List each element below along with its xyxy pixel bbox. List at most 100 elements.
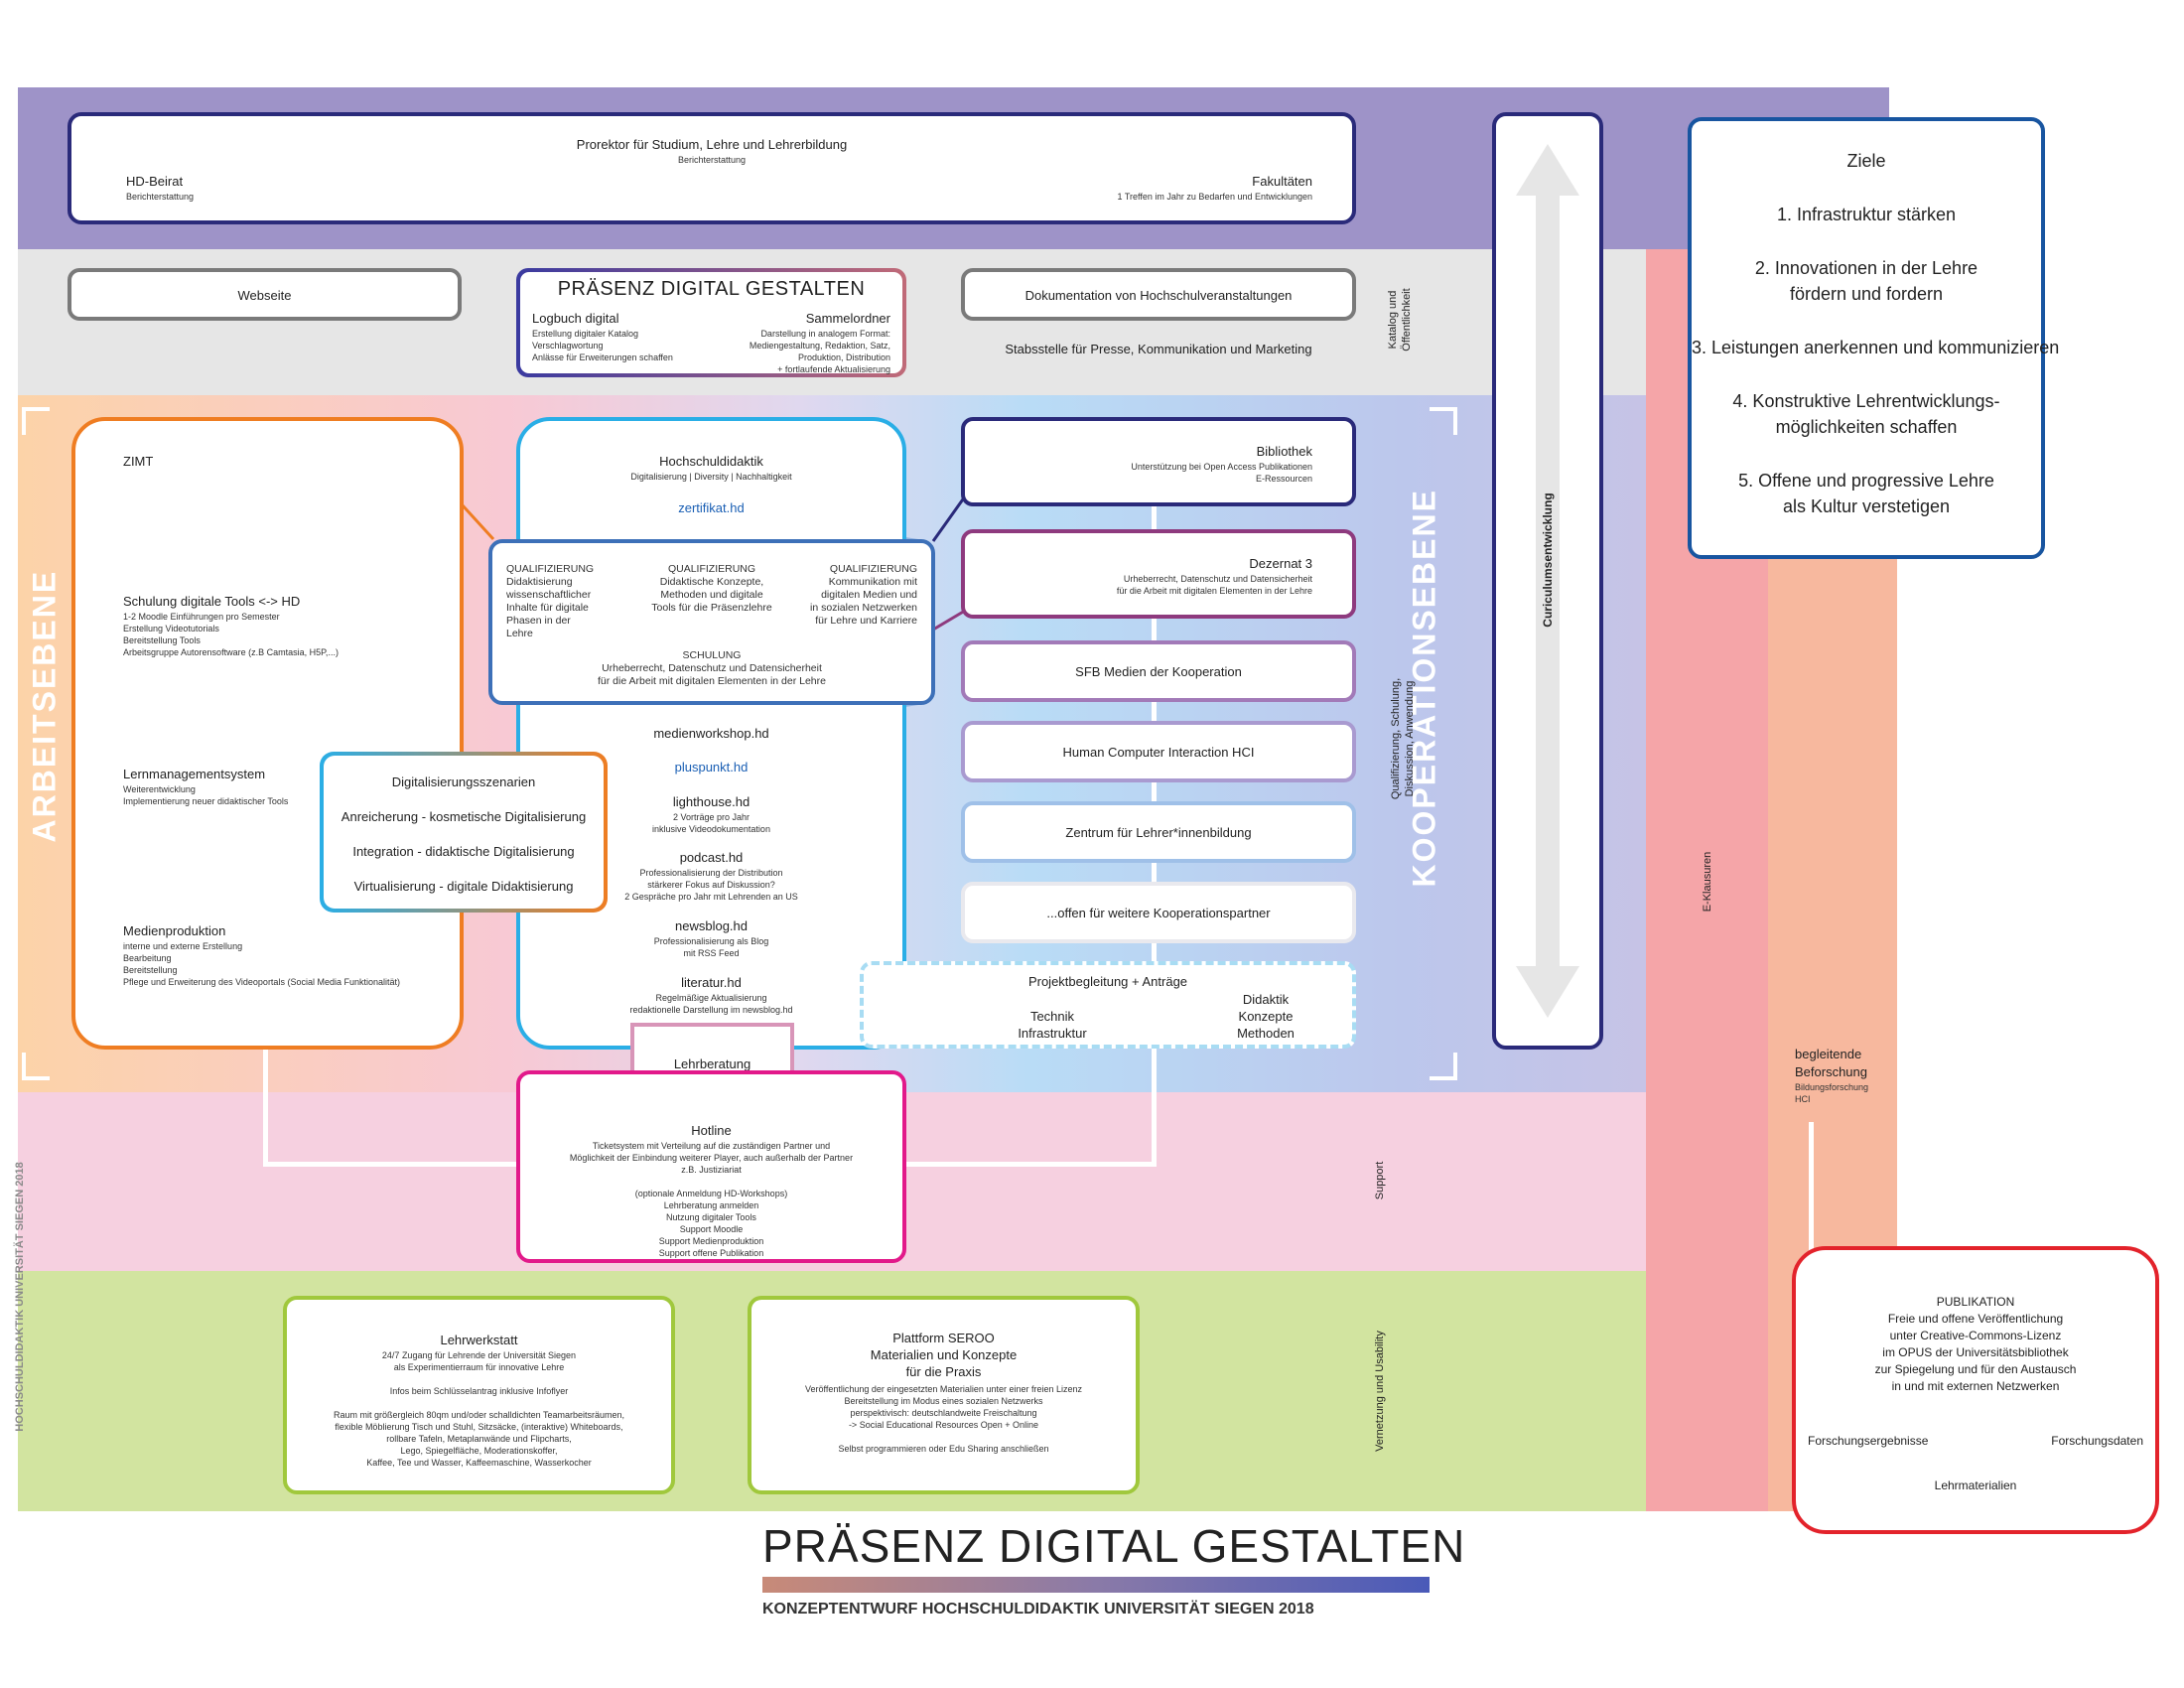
literatur-line: Regelmäßige Aktualisierung <box>655 993 767 1003</box>
praesenz-title: PRÄSENZ DIGITAL GESTALTEN <box>557 278 866 300</box>
projekt-title: Projektbegleitung + Anträge <box>1027 974 1188 989</box>
bibliothek-box: Bibliothek Unterstützung bei Open Access… <box>961 417 1356 506</box>
q2-line: Didaktische Konzepte, <box>659 576 764 588</box>
ziel-2-line1: 2. Innovationen in der Lehre <box>1754 258 1979 278</box>
ziel-4-line1: 4. Konstruktive Lehrentwicklungs- <box>1732 391 2000 411</box>
schulung-line: für die Arbeit mit digitalen Elementen i… <box>598 675 826 687</box>
medienproduktion-line: Pflege und Erweiterung des Videoportals … <box>123 977 400 987</box>
hd-beirat-title: HD-Beirat <box>126 174 184 189</box>
ziel-5-line1: 5. Offene und progressive Lehre <box>1738 471 1994 491</box>
dokumentation-box: Dokumentation von Hochschulveranstaltung… <box>961 268 1356 321</box>
medienproduktion-line: Bearbeitung <box>123 953 172 963</box>
seroo-box: Plattform SEROO Materialien und Konzepte… <box>748 1296 1140 1494</box>
dezernat-box: Dezernat 3 Urheberrecht, Datenschutz und… <box>961 529 1356 619</box>
publikation-line: in und mit externen Netzwerken <box>1891 1379 2060 1393</box>
hotline-line: Möglichkeit der Einbindung weiterer Play… <box>569 1153 854 1163</box>
hotline-line: z.B. Justiziariat <box>681 1165 742 1175</box>
hotline-item: Support offene Publikation <box>658 1248 764 1258</box>
hotline-item: Nutzung digitaler Tools <box>666 1212 756 1222</box>
ziel-1: 1. Infrastruktur stärken <box>1776 205 1957 224</box>
hotline-item: Support Moodle <box>679 1224 744 1234</box>
ziel-3: 3. Leistungen anerkennen und kommunizier… <box>1692 338 2060 357</box>
connector-line <box>903 1162 1157 1167</box>
lehrwerkstatt-line: 24/7 Zugang für Lehrende der Universität… <box>381 1350 577 1360</box>
projekt-right: Didaktik <box>1242 992 1290 1007</box>
hci-label: Human Computer Interaction HCI <box>1062 745 1255 760</box>
begleitende-sub: HCI <box>1795 1094 1811 1104</box>
newsblog-line: Professionalisierung als Blog <box>653 936 769 946</box>
connector-line <box>1809 1122 1814 1256</box>
zimt-title: ZIMT <box>123 454 154 469</box>
schulung-tools-line: Erstellung Videotutorials <box>123 624 219 633</box>
sfb-box: SFB Medien der Kooperation <box>961 640 1356 702</box>
lms-line: Implementierung neuer didaktischer Tools <box>123 796 289 806</box>
zertifikat-link[interactable]: zertifikat.hd <box>678 500 745 515</box>
fakultaeten-sub: 1 Treffen im Jahr zu Bedarfen und Entwic… <box>1117 192 1312 202</box>
publikation-head: PUBLIKATION <box>1936 1295 2015 1309</box>
q2-head: QUALIFIZIERUNG <box>667 563 756 575</box>
seroo-title: Materialien und Konzepte <box>870 1347 1018 1362</box>
prorektor-box: Prorektor für Studium, Lehre und Lehrerb… <box>68 112 1356 224</box>
projekt-left: Infrastruktur <box>1018 1026 1087 1041</box>
ziel-5-line2: als Kultur verstetigen <box>1782 496 1951 516</box>
connector-line <box>263 1162 521 1167</box>
hochschuldidaktik-box: Hochschuldidaktik Digitalisierung | Dive… <box>516 417 906 1050</box>
zentrum-label: Zentrum für Lehrer*innenbildung <box>1065 825 1252 840</box>
fakultaeten-title: Fakultäten <box>1252 174 1312 189</box>
forschungsergebnisse-label: Forschungsergebnisse <box>1808 1434 1929 1448</box>
bracket-bottom-left <box>22 1053 50 1080</box>
seroo-line: Veröffentlichung der eingesetzten Materi… <box>804 1384 1082 1394</box>
curriculum-label: Curiculumsentwicklung <box>1541 492 1555 628</box>
bracket-top-left <box>22 407 50 435</box>
projekt-box: Projektbegleitung + Anträge Technik Infr… <box>860 961 1356 1049</box>
schulung-head: SCHULUNG <box>682 649 742 661</box>
begleitende-title: Beforschung <box>1795 1064 1867 1079</box>
schulung-tools-line: 1-2 Moodle Einführungen pro Semester <box>123 612 280 622</box>
newsblog-title: newsblog.hd <box>675 918 748 933</box>
sammelordner-line: Produktion, Distribution <box>797 352 890 362</box>
sammelordner-title: Sammelordner <box>805 311 890 326</box>
logbuch-title: Logbuch digital <box>532 311 619 326</box>
lms-title: Lernmanagementsystem <box>123 767 266 781</box>
footer-title: PRÄSENZ DIGITAL GESTALTEN <box>762 1520 1466 1572</box>
q1-line: Didaktisierung <box>506 576 573 588</box>
footer-gradient-bar <box>762 1577 1430 1593</box>
kooperation-side-label: Qualifizierung, Schulung,Diskussion, Anw… <box>1390 677 1416 800</box>
hotline-box: Hotline Ticketsystem mit Verteilung auf … <box>516 1070 906 1263</box>
seroo-title: für die Praxis <box>905 1364 982 1379</box>
arbeitsebene-label: ARBEITSEBENE <box>26 569 63 843</box>
lighthouse-title: lighthouse.hd <box>672 794 751 809</box>
q3-head: QUALIFIZIERUNG <box>829 563 917 575</box>
pluspunkt-link[interactable]: pluspunkt.hd <box>674 760 749 774</box>
bracket-bottom-right <box>1430 1053 1457 1080</box>
q2-line: Methoden und digitale <box>660 589 763 601</box>
q3-line: in sozialen Netzwerken <box>810 602 917 614</box>
hotline-item: Lehrberatung anmelden <box>663 1200 759 1210</box>
q1-line: wissenschaftlicher <box>506 589 592 601</box>
praesenz-box: PRÄSENZ DIGITAL GESTALTEN Logbuch digita… <box>520 272 902 374</box>
hotline-line: Ticketsystem mit Verteilung auf die zust… <box>592 1141 831 1151</box>
lehrwerkstatt-line: Lego, Spiegelfläche, Moderationskoffer, <box>400 1446 558 1456</box>
schulung-tools-line: Bereitstellung Tools <box>123 635 201 645</box>
dezernat-line: Urheberrecht, Datenschutz und Datensiche… <box>1123 574 1312 584</box>
seroo-line: Selbst programmieren oder Edu Sharing an… <box>838 1444 1049 1454</box>
q2-line: Tools für die Präsenzlehre <box>651 602 772 614</box>
logbuch-line: Anlässe für Erweiterungen schaffen <box>532 352 673 362</box>
hotline-item: (optionale Anmeldung HD-Workshops) <box>634 1189 788 1198</box>
lms-line: Weiterentwicklung <box>123 784 196 794</box>
hotline-item: Support Medienproduktion <box>658 1236 764 1246</box>
digitalisierung-item: Integration - didaktische Digitalisierun… <box>352 844 575 859</box>
publikation-box: PUBLIKATION Freie und offene Veröffentli… <box>1792 1246 2159 1534</box>
webseite-label: Webseite <box>237 288 292 303</box>
digitalisierung-title: Digitalisierungsszenarien <box>391 774 536 789</box>
literatur-title: literatur.hd <box>681 975 742 990</box>
dokumentation-label: Dokumentation von Hochschulveranstaltung… <box>1024 288 1293 303</box>
curriculum-box: Curiculumsentwicklung <box>1492 112 1603 1050</box>
q3-line: Kommunikation mit <box>828 576 917 588</box>
lehrwerkstatt-line: als Experimentierraum für innovative Leh… <box>393 1362 565 1372</box>
projekt-right: Konzepte <box>1238 1009 1294 1024</box>
lehrmaterialien-label: Lehrmaterialien <box>1934 1478 2017 1492</box>
offen-label: ...offen für weitere Kooperationspartner <box>1046 906 1271 920</box>
q1-line: Phasen in der <box>506 615 571 627</box>
podcast-title: podcast.hd <box>679 850 744 865</box>
